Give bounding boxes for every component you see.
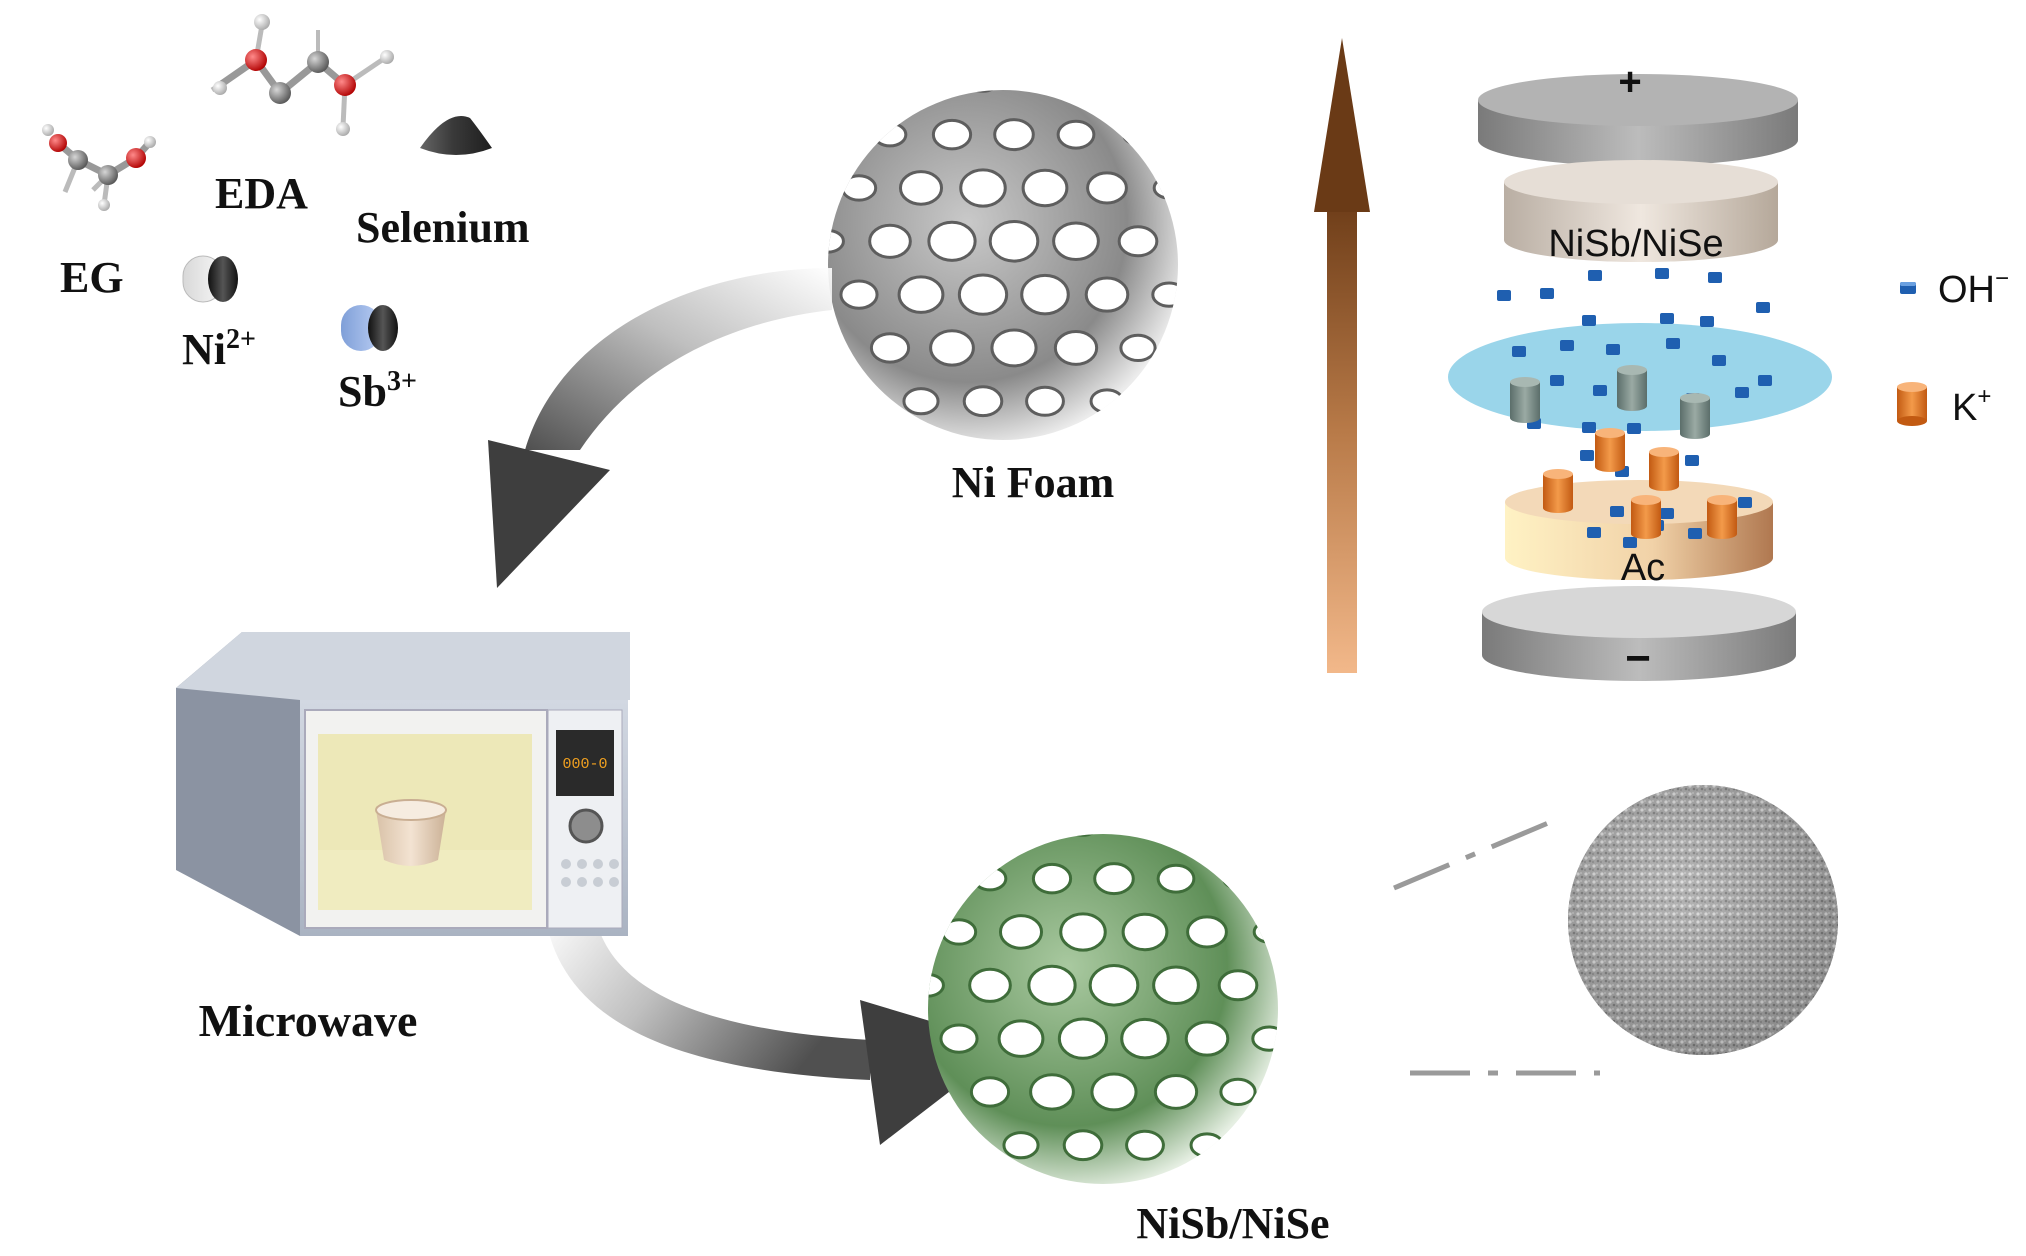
positive-plate [1478, 74, 1798, 166]
product-label: NiSb/NiSe [1136, 1199, 1329, 1248]
eg-molecule-icon [42, 124, 156, 211]
k-ion [1631, 495, 1661, 539]
oh-ion [1582, 422, 1596, 433]
oh-ion [1587, 527, 1601, 538]
legend-k-label: K+ [1952, 383, 1991, 429]
microwave-label: Microwave [199, 995, 418, 1046]
oh-ion [1700, 316, 1714, 327]
cone-icon [420, 116, 492, 155]
legend-k-text: K [1952, 387, 1977, 429]
product-foam-sphere-icon [928, 834, 1278, 1184]
oh-ion [1708, 272, 1722, 283]
oh-ion [1666, 338, 1680, 349]
curved-arrow-to-microwave-icon [488, 268, 832, 588]
legend-k-ion-icon [1897, 382, 1927, 426]
sb-ion-charge: 3+ [387, 366, 417, 397]
legend-k-charge: + [1977, 383, 1991, 410]
oh-ion [1550, 375, 1564, 386]
eg-label: EG [60, 253, 124, 302]
ni-ion-symbol: Ni [182, 325, 226, 374]
microwave-display-text: 000-0 [562, 756, 607, 773]
oh-ion [1627, 423, 1641, 434]
legend-oh-text: OH [1938, 269, 1995, 311]
oh-ion [1738, 497, 1752, 508]
ni-foam-label: Ni Foam [952, 458, 1115, 507]
k-ion [1707, 495, 1737, 539]
supercapacitor-stack-icon: + NiSb/NiSe Ac − [1448, 60, 1832, 683]
oh-ion [1712, 355, 1726, 366]
porous-sphere-icon [1568, 785, 1838, 1055]
oh-ion [1688, 528, 1702, 539]
oh-ion [1593, 385, 1607, 396]
ni-ion-label: Ni2+ [182, 324, 256, 374]
legend: OH− K+ [1897, 265, 2009, 429]
negative-sign: − [1625, 634, 1651, 683]
negative-plate [1482, 586, 1796, 681]
oh-ion [1735, 387, 1749, 398]
microwave-icon: 000-0 [176, 632, 630, 936]
oh-ion [1540, 288, 1554, 299]
oh-ion [1660, 313, 1674, 324]
oh-ion [1512, 346, 1526, 357]
k-ion [1649, 447, 1679, 491]
ni-ion-charge: 2+ [226, 324, 256, 355]
selenium-label: Selenium [356, 203, 530, 252]
ni-sb-ion [1510, 377, 1540, 423]
oh-ion [1497, 290, 1511, 301]
eda-label: EDA [215, 169, 308, 218]
k-ion [1595, 428, 1625, 472]
oh-ion [1655, 268, 1669, 279]
legend-oh-charge: − [1995, 265, 2009, 292]
oh-ion [1758, 375, 1772, 386]
oh-ion [1660, 508, 1674, 519]
ni-ion-cylinder-icon [182, 255, 238, 303]
cathode-label: NiSb/NiSe [1548, 223, 1723, 265]
upward-arrow-icon [1314, 38, 1370, 673]
positive-sign: + [1618, 60, 1641, 104]
ni-sb-ion [1680, 393, 1710, 439]
oh-ion [1606, 344, 1620, 355]
oh-ion [1623, 537, 1637, 548]
oh-ion [1588, 270, 1602, 281]
sb-ion-cylinder-icon [341, 305, 398, 351]
ni-foam-sphere-icon [828, 90, 1178, 440]
sb-ion-symbol: Sb [338, 367, 387, 416]
legend-oh-label: OH− [1938, 265, 2009, 311]
eda-molecule-icon [210, 14, 394, 136]
cathode-disk [1504, 160, 1778, 262]
k-ion [1543, 469, 1573, 513]
oh-ion [1560, 340, 1574, 351]
oh-ion [1610, 506, 1624, 517]
oh-ion [1685, 455, 1699, 466]
oh-ion [1580, 450, 1594, 461]
oh-ion [1582, 315, 1596, 326]
oh-ion [1756, 302, 1770, 313]
sb-ion-label: Sb3+ [338, 366, 417, 416]
zoom-line-top [1393, 815, 1561, 891]
ni-sb-ion [1617, 365, 1647, 411]
legend-oh-ion-icon [1900, 282, 1916, 294]
anode-label: Ac [1621, 547, 1665, 589]
